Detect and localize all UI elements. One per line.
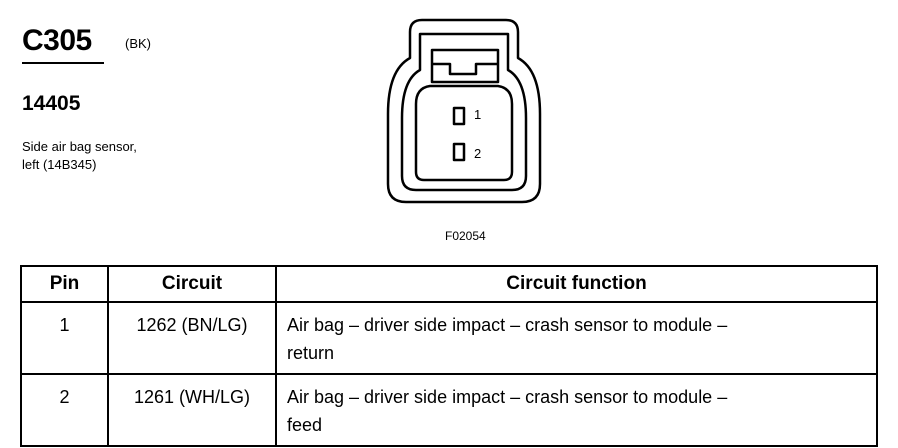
circuit-cell: 1261 (WH/LG) — [107, 373, 277, 447]
header-pin: Pin — [20, 265, 109, 303]
circuit-function-cell: Air bag – driver side impact – crash sen… — [275, 373, 878, 447]
table-row: 2 1261 (WH/LG) Air bag – driver side imp… — [20, 373, 878, 447]
pin-2-terminal — [452, 142, 466, 162]
part-number: 14405 — [22, 92, 81, 115]
connector-id-underline — [22, 62, 104, 64]
header-circuit-function: Circuit function — [275, 265, 878, 303]
pin-cell: 2 — [20, 373, 109, 447]
connector-inner-shell — [400, 32, 528, 192]
circuit-cell: 1262 (BN/LG) — [107, 301, 277, 375]
locking-tab-latch — [432, 62, 498, 76]
table-header-row: Pin Circuit Circuit function — [20, 265, 878, 303]
function-line: Air bag – driver side impact – crash sen… — [287, 387, 728, 407]
pin-table: Pin Circuit Circuit function 1 1262 (BN/… — [20, 265, 878, 447]
connector-face-diagram — [386, 18, 542, 204]
description-line-2: left (14B345) — [22, 157, 97, 172]
circuit-function-cell: Air bag – driver side impact – crash sen… — [275, 301, 878, 375]
connector-color: (BK) — [125, 36, 151, 51]
table-row: 1 1262 (BN/LG) Air bag – driver side imp… — [20, 301, 878, 375]
connector-id: C305 — [22, 24, 92, 57]
pin-cell: 1 — [20, 301, 109, 375]
locking-tab — [430, 48, 500, 84]
connector-outer-shell — [386, 18, 542, 204]
function-line: feed — [287, 415, 323, 435]
function-line: return — [287, 343, 335, 363]
connector-description: Side air bag sensor, left (14B345) — [22, 138, 137, 174]
header-circuit: Circuit — [107, 265, 277, 303]
description-line-1: Side air bag sensor, — [22, 139, 137, 154]
function-line: Air bag – driver side impact – crash sen… — [287, 315, 728, 335]
connector-cavity — [414, 84, 514, 182]
pin-2-label: 2 — [474, 146, 482, 161]
figure-reference: F02054 — [445, 229, 486, 243]
pin-1-terminal — [452, 106, 466, 126]
pin-1-label: 1 — [474, 107, 482, 122]
